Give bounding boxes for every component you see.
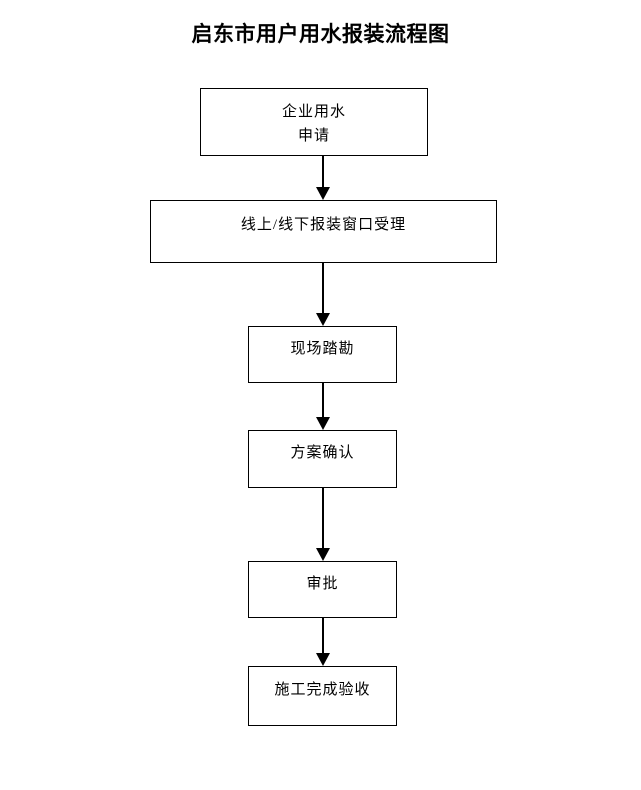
flow-arrow-plan-to-approval (316, 488, 330, 561)
page-title: 启东市用户用水报装流程图 (191, 23, 450, 46)
flow-node-label: 企业用水 申请 (281, 104, 346, 144)
arrow-head-icon (316, 548, 330, 561)
arrow-shaft (322, 263, 324, 314)
arrow-head-icon (316, 417, 330, 430)
flow-arrow-survey-to-plan (316, 383, 330, 430)
flow-node-label: 方案确认 (290, 445, 355, 461)
flow-arrow-reception-to-survey (316, 263, 330, 326)
flow-node-label: 线上/线下报装窗口受理 (240, 217, 407, 233)
flow-node-site-survey: 现场踏勘 (248, 326, 397, 383)
flow-arrow-apply-to-reception (316, 156, 330, 200)
flow-node-label: 施工完成验收 (274, 682, 371, 698)
arrow-head-icon (316, 653, 330, 666)
flow-arrow-approval-to-acceptance (316, 618, 330, 666)
flow-node-label: 现场踏勘 (290, 341, 355, 357)
arrow-shaft (322, 156, 324, 188)
flow-node-plan-confirmation: 方案确认 (248, 430, 397, 488)
flow-node-label: 审批 (306, 576, 339, 592)
flow-node-approval: 审批 (248, 561, 397, 618)
arrow-shaft (322, 618, 324, 654)
arrow-shaft (322, 383, 324, 418)
arrow-shaft (322, 488, 324, 549)
flow-node-construction-completion-acceptance: 施工完成验收 (248, 666, 397, 726)
flow-node-enterprise-water-application: 企业用水 申请 (200, 88, 428, 156)
flow-node-online-offline-window-reception: 线上/线下报装窗口受理 (150, 200, 497, 263)
arrow-head-icon (316, 187, 330, 200)
arrow-head-icon (316, 313, 330, 326)
